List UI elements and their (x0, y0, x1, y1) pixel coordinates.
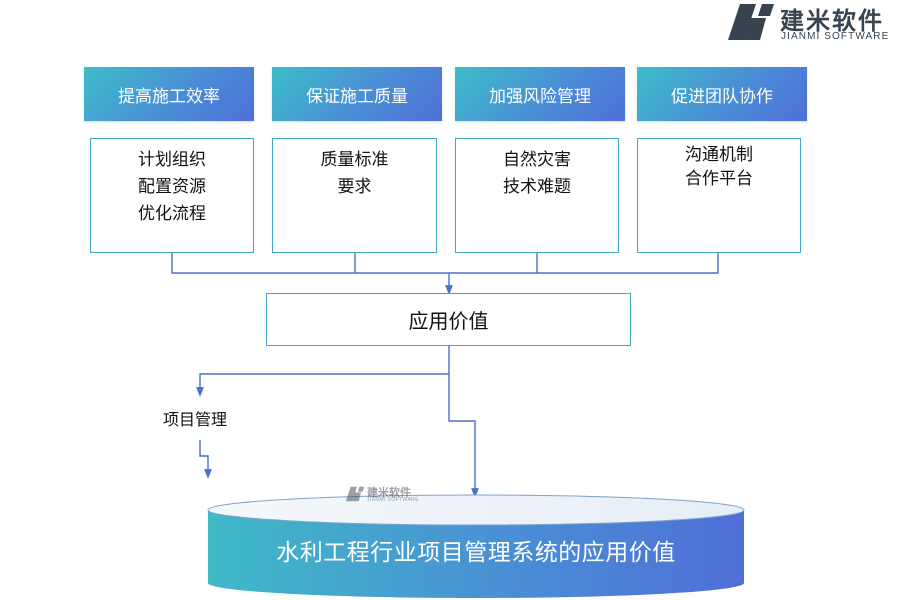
connector-col-1 (171, 253, 449, 274)
base-title: 水利工程行业项目管理系统的应用价值 (276, 540, 676, 566)
brand-name-en: JIANMI SOFTWARE (781, 31, 890, 42)
column-3-box: 自然灾害 技术难题 (455, 138, 619, 253)
column-1-line-2: 配置资源 (138, 177, 206, 197)
column-4-line-1: 沟通机制 (685, 145, 753, 165)
column-4-header: 促进团队协作 (637, 67, 807, 121)
column-1-box: 计划组织 配置资源 优化流程 (90, 138, 254, 253)
column-2-line-1: 质量标准 (320, 150, 389, 170)
column-2-header: 保证施工质量 (272, 67, 442, 121)
column-3-header: 加强风险管理 (455, 67, 625, 121)
connector-to-branch (196, 373, 449, 397)
center-node: 应用价值 (266, 293, 631, 346)
column-2-line-2: 要求 (337, 177, 372, 197)
brand-logo-icon (728, 4, 774, 40)
column-4-line-2: 合作平台 (685, 169, 753, 189)
column-4-box: 沟通机制 合作平台 (637, 138, 801, 253)
column-3-line-2: 技术难题 (503, 177, 571, 197)
base-cylinder (207, 494, 745, 598)
column-2-box: 质量标准 要求 (272, 138, 437, 253)
column-3-line-1: 自然灾害 (503, 150, 571, 170)
center-label: 应用价值 (408, 309, 489, 333)
watermark: 建米软件 JIANMI SOFTWARE (345, 484, 425, 506)
column-1-line-1: 计划组织 (138, 150, 206, 170)
connector-branch-tail (199, 440, 212, 479)
branch-label: 项目管理 (163, 410, 228, 429)
column-1-header: 提高施工效率 (84, 67, 254, 121)
column-1-line-3: 优化流程 (138, 204, 206, 224)
watermark-logo-icon (345, 486, 365, 502)
connector-col-4 (449, 253, 719, 274)
connector-to-base (448, 374, 479, 498)
watermark-name-cn: 建米软件 (367, 486, 411, 499)
watermark-name-en: JIANMI SOFTWARE (367, 497, 419, 503)
brand-logo: 建米软件 JIANMI SOFTWARE (726, 0, 900, 46)
brand-name-cn: 建米软件 (780, 7, 884, 35)
